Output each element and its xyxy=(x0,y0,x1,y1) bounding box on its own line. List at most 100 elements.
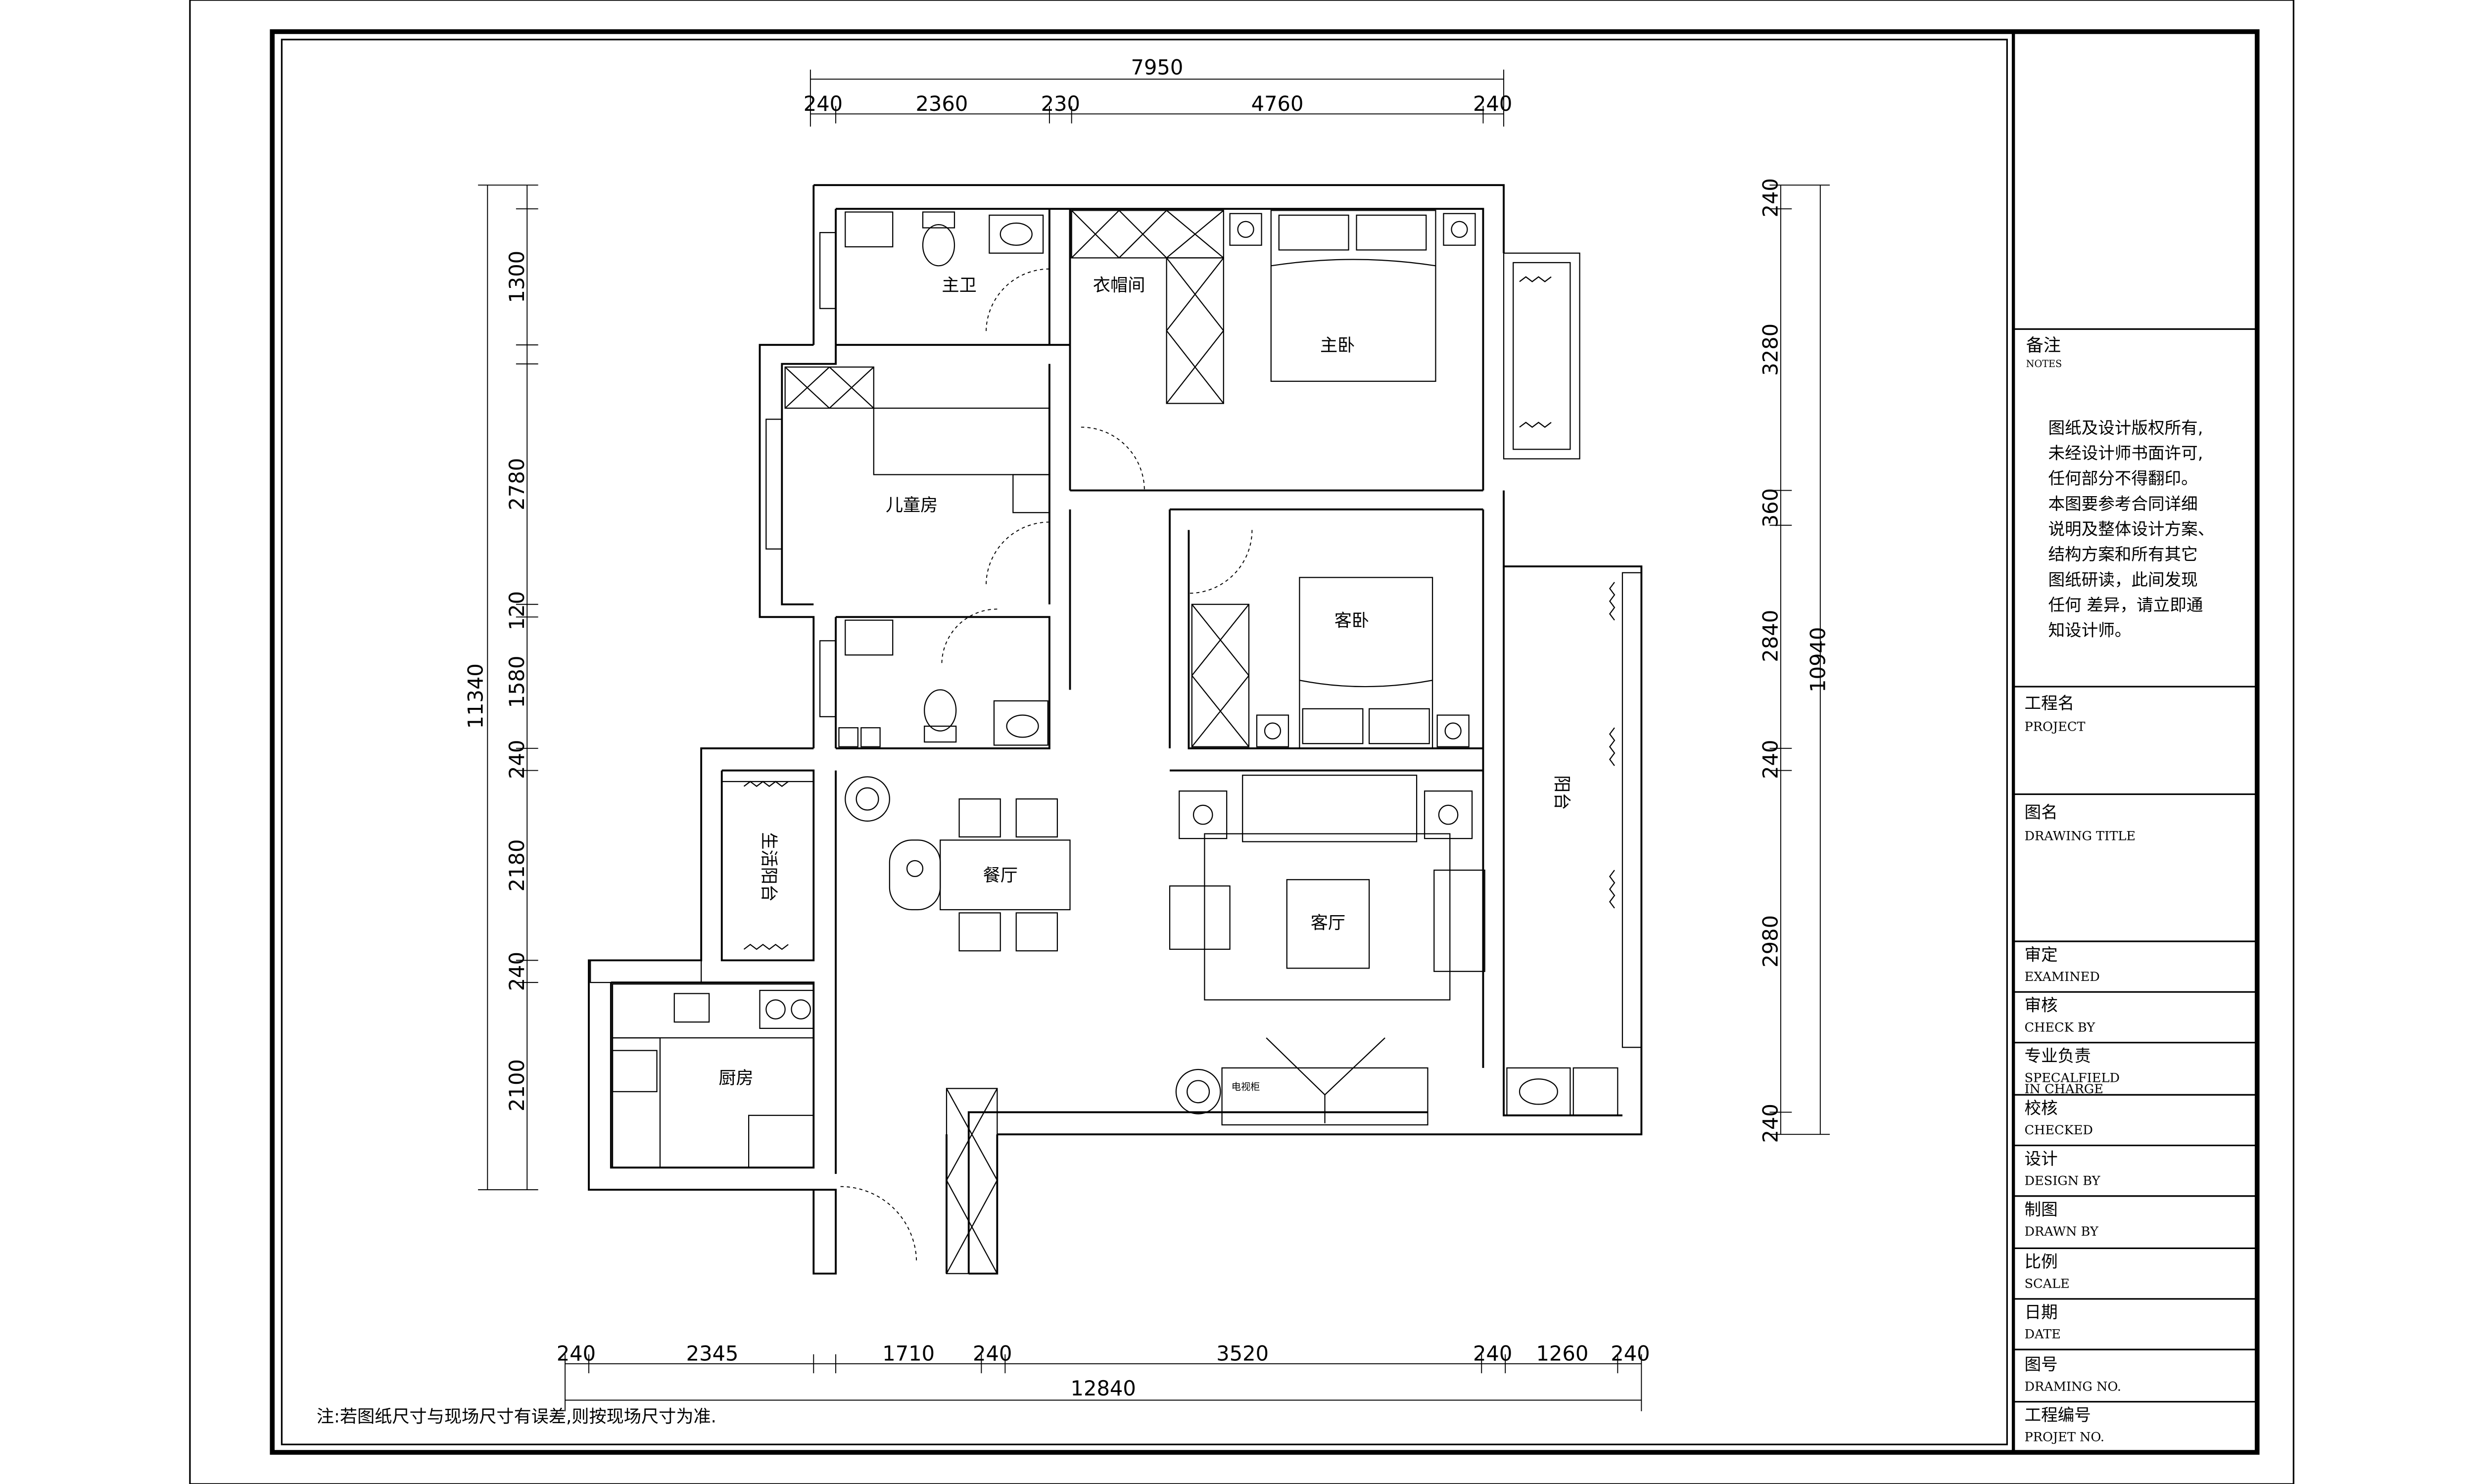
sheet-frame xyxy=(270,29,2260,1455)
room-label-dining: 餐厅 xyxy=(983,865,1018,885)
walls xyxy=(588,184,1643,1275)
dim-right-segment: 2980 xyxy=(1758,915,1782,968)
guest-bed xyxy=(1191,577,1470,749)
dim-left-total: 11340 xyxy=(464,663,488,729)
dim-left-segment: 2180 xyxy=(505,839,529,892)
dim-top-segment: 230 xyxy=(1041,92,1080,116)
wardrobe xyxy=(1071,210,1224,404)
notes-line: 结构方案和所有其它 xyxy=(2048,545,2197,564)
examined-label: 审定 xyxy=(2024,945,2057,964)
dim-right-segment: 240 xyxy=(1758,1104,1782,1143)
room-label-tv-cabinet: 电视柜 xyxy=(1232,1081,1260,1093)
notes-text: 图纸及设计版权所有, 未经设计师书面许可, 任何部分不得翻印。 本图要参考合同详… xyxy=(2048,418,2214,640)
date-label: 日期 xyxy=(2024,1302,2057,1322)
notes-line: 任何部分不得翻印。 xyxy=(2048,469,2197,488)
in-charge-label-en2: IN CHARGE xyxy=(2024,1082,2103,1097)
room-label-living: 客厅 xyxy=(1311,913,1345,933)
dim-bottom-segment: 1710 xyxy=(882,1342,935,1366)
dim-top-segment: 240 xyxy=(1473,92,1512,116)
drawing-frame xyxy=(281,39,2008,1445)
dim-bottom-total: 12840 xyxy=(1071,1376,1136,1400)
dim-top-total: 7950 xyxy=(1131,55,1184,79)
dining-set xyxy=(845,776,1071,952)
room-label-master-bath: 主卫 xyxy=(942,275,976,295)
checked-label: 校核 xyxy=(2024,1099,2057,1118)
project-no-label: 工程编号 xyxy=(2024,1405,2091,1425)
notes-label: 备注 xyxy=(2026,335,2061,356)
notes-line: 未经设计师书面许可, xyxy=(2048,444,2203,463)
design-by-label-en: DESIGN BY xyxy=(2024,1174,2100,1189)
dim-left-segment: 240 xyxy=(505,952,529,991)
sheet-outer-border xyxy=(189,0,2294,1484)
checked-label-en: CHECKED xyxy=(2024,1123,2093,1138)
curtains xyxy=(743,276,1616,950)
room-label-wardrobe: 衣帽间 xyxy=(1093,275,1145,295)
project-label-en: PROJECT xyxy=(2024,720,2085,735)
dim-left-segment: 2100 xyxy=(505,1059,529,1112)
dim-left-segment: 2780 xyxy=(505,458,529,510)
dim-left-segment: 1300 xyxy=(505,251,529,303)
drawing-no-label-en: DRAMING NO. xyxy=(2024,1379,2121,1394)
room-label-master-bedroom: 主卧 xyxy=(1320,335,1355,356)
dim-right-segment: 240 xyxy=(1758,740,1782,779)
notes-line: 任何 差异，请立即通 xyxy=(2048,596,2203,615)
dim-bottom-segment: 240 xyxy=(557,1342,596,1366)
dim-top-segment: 240 xyxy=(804,92,843,116)
examined-label-en: EXAMINED xyxy=(2024,970,2099,984)
second-bath-fixtures xyxy=(838,619,1048,747)
master-bath-fixtures xyxy=(845,211,1044,267)
door-swings xyxy=(840,268,1253,1263)
dim-top-segment: 4760 xyxy=(1251,92,1304,116)
dim-bottom-segment: 3520 xyxy=(1216,1342,1269,1366)
in-charge-label-en: SPECALFIELD xyxy=(2024,1071,2119,1086)
dim-left-segment: 240 xyxy=(505,740,529,779)
drawn-by-label-en: DRAWN BY xyxy=(2024,1224,2098,1239)
date-label-en: DATE xyxy=(2024,1327,2060,1342)
dim-bottom-segment: 1260 xyxy=(1536,1342,1588,1366)
drawing-title-label-en: DRAWING TITLE xyxy=(2024,829,2135,843)
design-by-label: 设计 xyxy=(2024,1149,2057,1168)
master-bed xyxy=(1229,210,1476,382)
dim-top-segment: 2360 xyxy=(915,92,968,116)
dim-bottom-segment: 240 xyxy=(1473,1342,1512,1366)
scale-label-en: SCALE xyxy=(2024,1276,2069,1291)
dimension-lines xyxy=(478,69,1830,1411)
room-label-balcony: 阳台 xyxy=(1552,775,1572,810)
balcony-fixtures xyxy=(946,1067,1618,1274)
dim-right-total: 10940 xyxy=(1806,627,1830,693)
drawing-no-label: 图号 xyxy=(2024,1355,2057,1374)
windows xyxy=(590,232,1642,1048)
sheet-note: 注:若图纸尺寸与现场尺寸有误差,则按现场尺寸为准. xyxy=(317,1406,716,1427)
dim-left-segment: 120 xyxy=(505,591,529,630)
dim-bottom-segment: 240 xyxy=(1611,1342,1650,1366)
drawn-by-label: 制图 xyxy=(2024,1200,2057,1219)
in-charge-label: 专业负责 xyxy=(2024,1046,2091,1066)
room-label-guest-bedroom: 客卧 xyxy=(1334,611,1369,631)
living-furniture xyxy=(1169,775,1485,1126)
dim-right-segment: 3280 xyxy=(1758,324,1782,376)
scale-label: 比例 xyxy=(2024,1252,2057,1271)
dim-right-segment: 2840 xyxy=(1758,610,1782,662)
room-label-utility-balcony: 生活阳台 xyxy=(759,832,779,902)
dimension-labels: 7950 240 2360 230 4760 240 12840 240 234… xyxy=(464,55,1830,1400)
room-label-kitchen: 厨房 xyxy=(718,1068,753,1088)
title-block-labels: 工程名 PROJECT 图名 DRAWING TITLE 审定 EXAMINED… xyxy=(2024,694,2135,1445)
room-labels: 主卫 衣帽间 主卧 儿童房 客卧 阳台 生活阳台 餐厅 客厅 厨房 电视柜 xyxy=(718,275,1571,1092)
dim-bottom-segment: 240 xyxy=(973,1342,1012,1366)
notes-line: 知设计师。 xyxy=(2048,621,2131,640)
project-label: 工程名 xyxy=(2024,694,2074,713)
check-by-label-en: CHECK BY xyxy=(2024,1020,2095,1035)
dim-left-segment: 1580 xyxy=(505,656,529,708)
notes-line: 本图要参考合同详细 xyxy=(2048,494,2197,513)
dim-bottom-segment: 2345 xyxy=(686,1342,739,1366)
drawing-title-label: 图名 xyxy=(2024,803,2057,822)
title-block-grid xyxy=(2013,328,2257,1403)
notes-line: 图纸及设计版权所有, xyxy=(2048,418,2203,437)
dim-right-segment: 360 xyxy=(1758,488,1782,527)
room-label-kids-room: 儿童房 xyxy=(886,495,938,515)
notes-line: 说明及整体设计方案、 xyxy=(2048,519,2214,539)
project-no-label-en: PROJET NO. xyxy=(2024,1430,2104,1445)
notes-line: 图纸研读，此间发现 xyxy=(2048,570,2197,589)
notes-label-en: NOTES xyxy=(2026,358,2062,370)
